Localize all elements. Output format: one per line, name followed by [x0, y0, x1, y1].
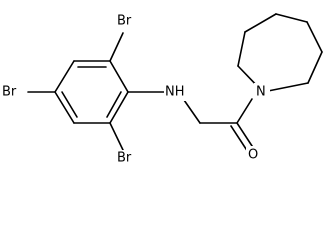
atom-br-top: Br	[117, 14, 132, 29]
bond-azepane-3	[244, 13, 277, 33]
bond-ring-c1-c2	[109, 60, 129, 93]
o-bg	[246, 146, 262, 164]
atom-nh: NH	[165, 85, 185, 100]
bond-ring-inner-3	[106, 91, 122, 118]
bond-azepane-2	[237, 31, 246, 67]
atom-br-left: Br	[2, 85, 17, 100]
bond-carbonyl-o-2	[230, 125, 249, 153]
bond-c2-br-top	[109, 32, 124, 62]
atom-br-bottom: Br	[117, 151, 132, 166]
nh-bg	[164, 83, 190, 101]
bond-carbonyl-o-1	[236, 122, 255, 150]
bond-azepane-6	[307, 51, 323, 84]
bond-azepane-4	[275, 13, 308, 23]
atom-o: O	[248, 148, 258, 163]
bond-carbonyl-n	[236, 98, 253, 124]
br-top-bg	[116, 12, 142, 30]
bond-ring-c3-c4	[54, 60, 75, 93]
bond-azepane-7	[262, 82, 309, 93]
bond-ring-c4-c5	[54, 91, 75, 124]
atom-n-ring: N	[256, 85, 266, 100]
br-left-bg	[0, 83, 27, 101]
n-ring-bg	[254, 83, 270, 101]
benzene-ring	[54, 60, 129, 124]
structure-diagram: Br Br Br NH N O	[0, 12, 323, 167]
bond-c6-br-bottom	[109, 122, 124, 151]
bond-azepane-5	[306, 21, 323, 53]
bond-ring-c6-c1	[109, 91, 129, 124]
azepane-ring	[237, 13, 323, 93]
bond-nh-ch2	[183, 99, 201, 124]
bond-ring-inner-2	[61, 91, 78, 118]
br-bottom-bg	[116, 150, 142, 167]
